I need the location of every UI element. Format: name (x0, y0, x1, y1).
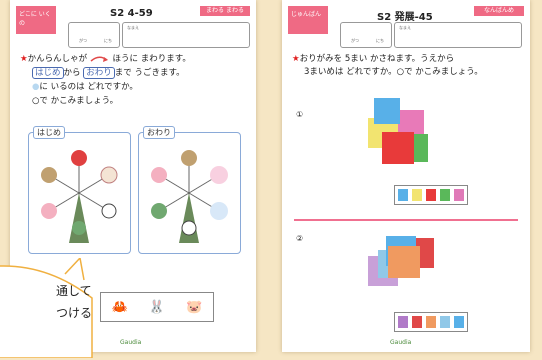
sheet-corner-label: じゅんばん (288, 6, 328, 34)
name-field[interactable]: なまえ (394, 22, 522, 48)
color-swatch[interactable] (412, 189, 422, 201)
panel-end-label: おわり (143, 126, 175, 139)
rabbit-choice[interactable]: 🐰 (148, 299, 166, 315)
question-line-3: ●に いるのは どれですか。 (32, 82, 138, 92)
question-line-4: ○で かこみましょう。 (32, 96, 119, 106)
section-divider (294, 219, 518, 221)
swatch-row-1 (394, 185, 468, 205)
name-label: なまえ (127, 25, 139, 30)
color-swatch[interactable] (426, 189, 436, 201)
answer-choices: 🦀 🐰 🐷 (100, 292, 214, 322)
color-swatch[interactable] (454, 189, 464, 201)
pig-choice[interactable]: 🐷 (186, 299, 203, 315)
color-swatch[interactable] (454, 316, 464, 328)
color-swatch[interactable] (398, 316, 408, 328)
question-line-2: 3まいめは どれですか。○で かこみましょう。 (304, 67, 483, 77)
ferris-wheel-start (41, 150, 118, 243)
date-field[interactable]: がつ にち (340, 22, 392, 48)
footer-logo: Gaudia (390, 339, 412, 346)
sheet-code: S2 発展-45 (377, 12, 433, 23)
name-field[interactable]: なまえ (122, 22, 250, 48)
color-swatch[interactable] (412, 316, 422, 328)
sheet-tag: なんばんめ (474, 6, 524, 16)
sheet-code: S2 4-59 (110, 8, 153, 19)
question-line-1: ★かんらんしゃが ほうに まわります。 (20, 54, 191, 64)
crab-choice[interactable]: 🦀 (111, 299, 128, 315)
ferris-wheel-end (151, 150, 228, 243)
sheet-tag: まわる まわる (200, 6, 250, 16)
arrow-icon (90, 56, 108, 62)
footer-logo: Gaudia (120, 339, 142, 346)
item-1-label: ① (296, 110, 304, 119)
panel-start-label: はじめ (33, 126, 65, 139)
color-swatch[interactable] (440, 316, 450, 328)
month-label: がつ (79, 38, 87, 43)
swatch-row-2 (394, 312, 468, 332)
panel-end: おわり (138, 126, 241, 254)
panel-start: はじめ (28, 126, 131, 254)
worksheet-right: じゅんばん S2 発展-45 なんばんめ がつ にち なまえ ★おりがみを 5ま… (282, 0, 530, 352)
callout-line-2: つける (56, 306, 93, 320)
blue-circle-icon: ● (32, 82, 40, 92)
speech-bubble (0, 258, 93, 358)
color-swatch[interactable] (426, 316, 436, 328)
star-icon: ★ (20, 54, 28, 64)
question-line-2: はじめから おわりまで うごきます。 (32, 66, 185, 80)
star-icon: ★ (292, 54, 300, 64)
origami-stack-1 (368, 98, 428, 164)
color-swatch[interactable] (398, 189, 408, 201)
sheet-corner-label: どこに いくの (16, 6, 56, 34)
origami-stack-2 (368, 236, 434, 286)
color-swatch[interactable] (440, 189, 450, 201)
question-line-1: ★おりがみを 5まい かさねます。うえから (292, 54, 455, 64)
callout-line-1: 通して (56, 284, 92, 298)
item-2-label: ② (296, 234, 304, 243)
day-label: にち (104, 38, 112, 43)
date-field[interactable]: がつ にち (68, 22, 120, 48)
